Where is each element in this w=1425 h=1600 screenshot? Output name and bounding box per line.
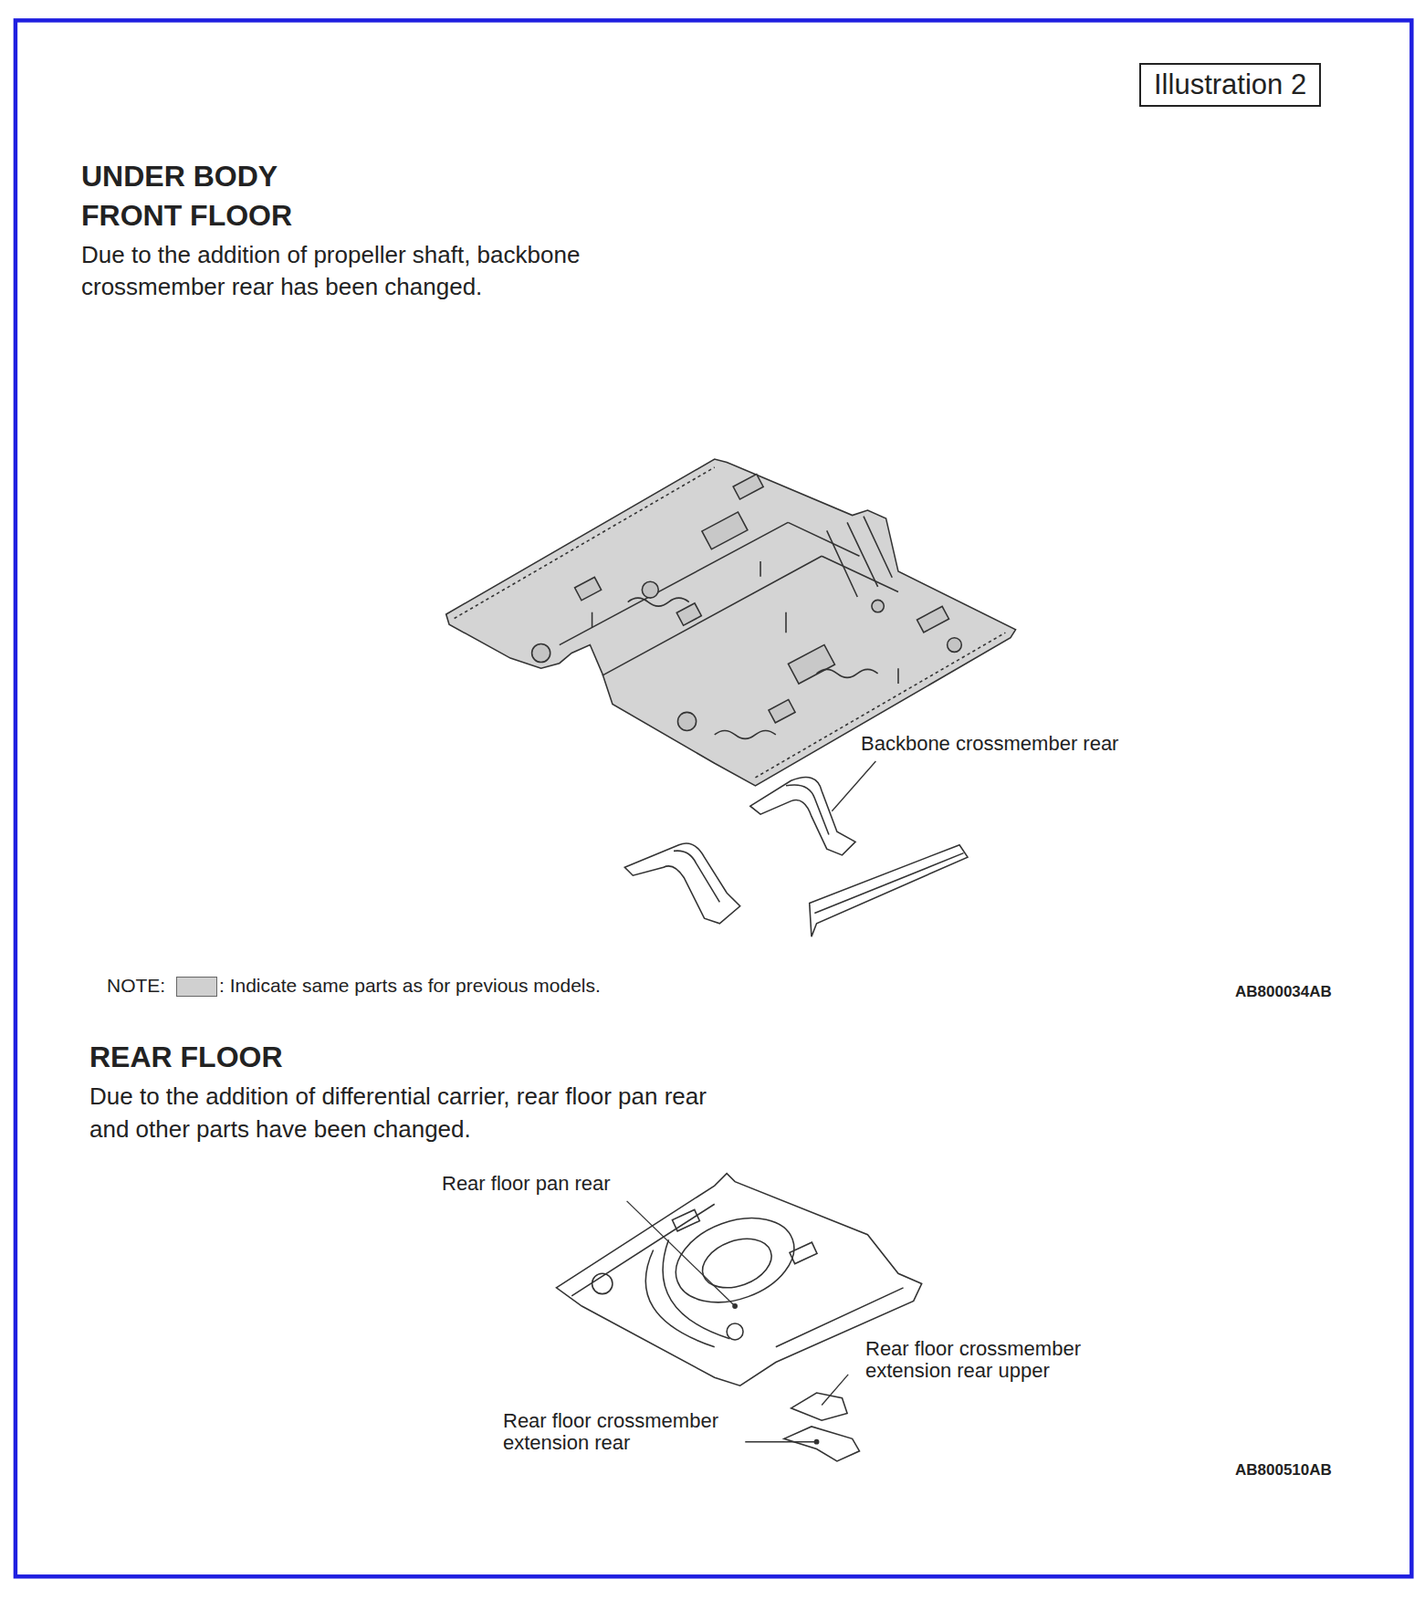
figure-code: AB800034AB bbox=[1235, 983, 1332, 1002]
crossmember-extensions bbox=[784, 1393, 860, 1462]
changed-parts bbox=[624, 777, 968, 938]
tag-text: Illustration 2 bbox=[1153, 68, 1307, 101]
part-name: Rear floor crossmember extension rear up… bbox=[865, 1338, 1131, 1383]
description-text: Due to the addition of differential carr… bbox=[89, 1080, 720, 1146]
part-name: Rear floor pan rear bbox=[441, 1172, 611, 1196]
page-frame bbox=[15, 20, 1412, 1577]
part-name: Rear floor crossmember extension rear bbox=[502, 1410, 768, 1455]
leader-lines bbox=[627, 1201, 849, 1445]
legend-text: : Indicate same parts as for previous mo… bbox=[219, 974, 601, 997]
legend-swatch bbox=[176, 976, 218, 997]
part-name: Backbone crossmember rear bbox=[860, 732, 1119, 756]
leader-line bbox=[831, 761, 876, 812]
note-label: NOTE: bbox=[106, 974, 166, 997]
section-heading: FRONT FLOOR bbox=[81, 199, 293, 233]
section-heading: UNDER BODY bbox=[81, 159, 278, 194]
description-text: Due to the addition of propeller shaft, … bbox=[81, 239, 666, 303]
section-heading: REAR FLOOR bbox=[89, 1040, 283, 1075]
illustration-tag: Illustration 2 bbox=[1139, 62, 1321, 107]
figure-code: AB800510AB bbox=[1235, 1461, 1332, 1480]
